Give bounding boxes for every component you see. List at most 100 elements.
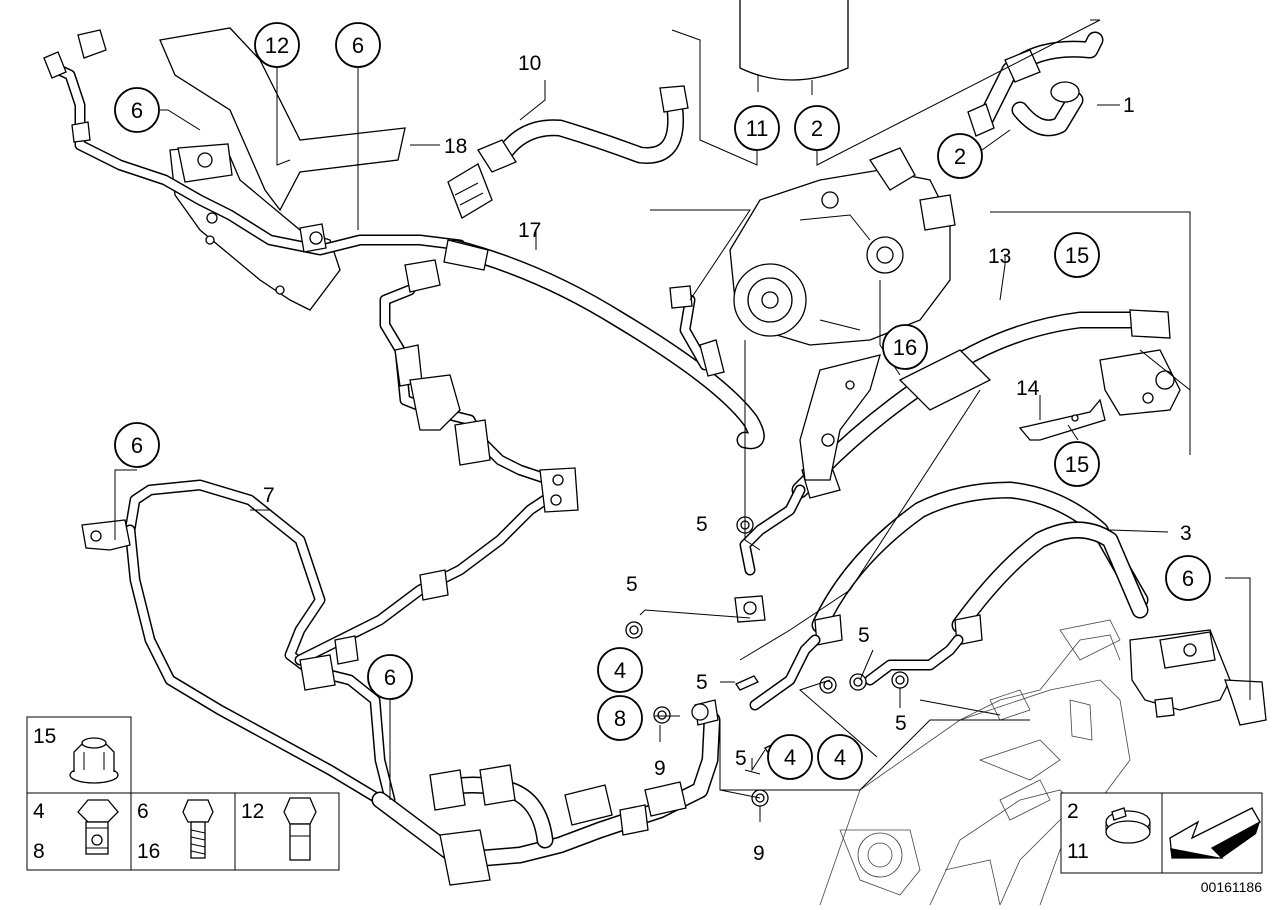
banjo-bolt-icon: [77, 799, 119, 855]
hex-bolt-small-icon: [182, 799, 214, 859]
legend-nut: 15: [33, 725, 119, 784]
leader-lines: [114, 19, 1251, 822]
callout-2-right: 2: [937, 133, 983, 179]
hex-bolt-large-icon: [283, 797, 317, 861]
callout-label: 10: [518, 52, 541, 75]
callout-label: 18: [444, 135, 467, 158]
callout-label: 2: [811, 116, 823, 141]
callout-6-right: 6: [1165, 555, 1211, 601]
callout-8: 8: [597, 695, 643, 741]
callout-12: 12: [254, 22, 300, 68]
lower-hose-assembly: [371, 699, 721, 886]
callout-label: 4: [784, 745, 796, 770]
pressure-hose-3: [749, 481, 1267, 726]
callout-label: 6: [1182, 566, 1194, 591]
return-hose-10: [447, 85, 689, 219]
reservoir: [739, 0, 849, 95]
callout-18: 18: [444, 135, 467, 158]
callout-15-upper: 15: [1054, 232, 1100, 278]
callout-label: 6: [131, 98, 143, 123]
diagram-id: 00161186: [1201, 879, 1262, 895]
callout-10: 10: [518, 52, 541, 75]
legend-bolt-small: 6 16: [137, 799, 214, 863]
legend-fasteners: 15 4 8 6 16: [26, 716, 340, 871]
callout-4-left: 4: [597, 647, 643, 693]
callout-5-c: 5: [696, 671, 708, 694]
callout-label: 5: [696, 513, 708, 536]
suction-hose-1: [967, 31, 1104, 137]
legend-label: 8: [33, 840, 45, 863]
legend-label: 2: [1067, 800, 1079, 823]
legend-clamp: 2 11: [1060, 792, 1263, 874]
callout-label: 15: [1065, 243, 1089, 268]
callout-6-topleft: 6: [114, 87, 160, 133]
callout-3: 3: [1180, 522, 1192, 545]
callout-label: 9: [753, 842, 765, 865]
callout-label: 5: [858, 624, 870, 647]
callout-label: 6: [131, 433, 143, 458]
callout-6-bottom: 6: [367, 654, 413, 700]
callout-label: 12: [265, 33, 289, 58]
callout-label: 15: [1065, 452, 1089, 477]
callout-label: 4: [614, 658, 626, 683]
callout-label: 5: [735, 747, 747, 770]
callout-13: 13: [988, 245, 1011, 268]
legend-label: 12: [241, 800, 264, 823]
callout-label: 6: [384, 665, 396, 690]
flange-nut-icon: [69, 737, 119, 784]
legend-bolt-large: 12: [241, 797, 317, 861]
diagram-id-label: 00161186: [1201, 879, 1262, 895]
bracket-16: [799, 349, 992, 481]
callout-1: 1: [1123, 94, 1135, 117]
callout-5-d: 5: [858, 624, 870, 647]
callout-4-center: 4: [767, 734, 813, 780]
callout-17: 17: [518, 219, 541, 242]
hose-clamp-icon: [1105, 807, 1151, 844]
callout-14: 14: [1016, 377, 1040, 400]
callout-label: 3: [1180, 522, 1192, 545]
callout-7: 7: [263, 484, 275, 507]
legend-label: 4: [33, 800, 45, 823]
callout-label: 5: [626, 573, 638, 596]
callout-label: 9: [654, 757, 666, 780]
callout-6-top: 6: [335, 22, 381, 68]
power-steering-pump: [729, 147, 956, 346]
callout-5-f: 5: [735, 747, 747, 770]
callout-label: 8: [614, 706, 626, 731]
callout-label: 17: [518, 219, 541, 242]
callout-label: 11: [746, 116, 769, 141]
legend-banjo: 4 8: [33, 799, 119, 863]
callout-6-left: 6: [114, 422, 160, 468]
callout-label: 5: [696, 671, 708, 694]
callout-label: 16: [893, 335, 917, 360]
return-pipe-7: [81, 479, 566, 806]
upper-left-pipe-bracket: [43, 27, 466, 311]
callout-label: 6: [352, 33, 364, 58]
callout-11: 11: [734, 105, 780, 151]
legend-label: 16: [137, 840, 160, 863]
pressure-hose-17: [443, 239, 765, 450]
callout-2-upper: 2: [794, 105, 840, 151]
callout-label: 5: [895, 712, 907, 735]
callout-label: 1: [1123, 94, 1135, 117]
direction-arrow-icon: [1169, 807, 1261, 859]
legend-label: 15: [33, 725, 56, 748]
callout-9-b: 9: [753, 842, 765, 865]
callout-label: 7: [263, 484, 275, 507]
callout-5-a: 5: [696, 513, 708, 536]
callout-5-e: 5: [895, 712, 907, 735]
callout-label: 4: [834, 745, 846, 770]
steering-rack-illustration: [819, 619, 1131, 906]
center-pipe-run: [379, 259, 579, 513]
bracket-14: [1018, 398, 1106, 441]
callout-label: 2: [954, 144, 966, 169]
callout-9-a: 9: [654, 757, 666, 780]
callout-label: 13: [988, 245, 1011, 268]
legend-label: 6: [137, 800, 149, 823]
callout-5-b: 5: [626, 573, 638, 596]
legend-label: 11: [1067, 840, 1089, 863]
callout-4-right: 4: [817, 734, 863, 780]
callout-16: 16: [882, 324, 928, 370]
callout-15-lower: 15: [1054, 441, 1100, 487]
